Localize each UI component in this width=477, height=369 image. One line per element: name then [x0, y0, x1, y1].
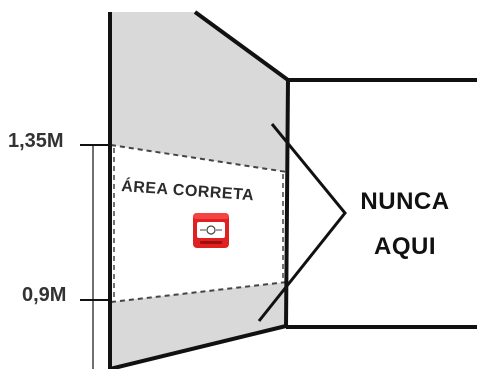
- correct-area-bottom-dashed-line: [110, 281, 288, 303]
- fire-alarm-pull-station-icon: [193, 213, 229, 248]
- wall-top-edge: [193, 10, 290, 82]
- measure-label-upper: 1,35M: [8, 130, 64, 152]
- never-here-pointer: [257, 123, 347, 322]
- wall-bottom-edge: [109, 324, 287, 369]
- measure-label-lower: 0,9M: [22, 284, 66, 306]
- wall-right-edge: [284, 78, 290, 329]
- warning-label-line2: AQUI: [374, 233, 436, 260]
- correct-area-top-dashed-line: [110, 144, 288, 173]
- warning-label-line1: NUNCA: [360, 188, 449, 215]
